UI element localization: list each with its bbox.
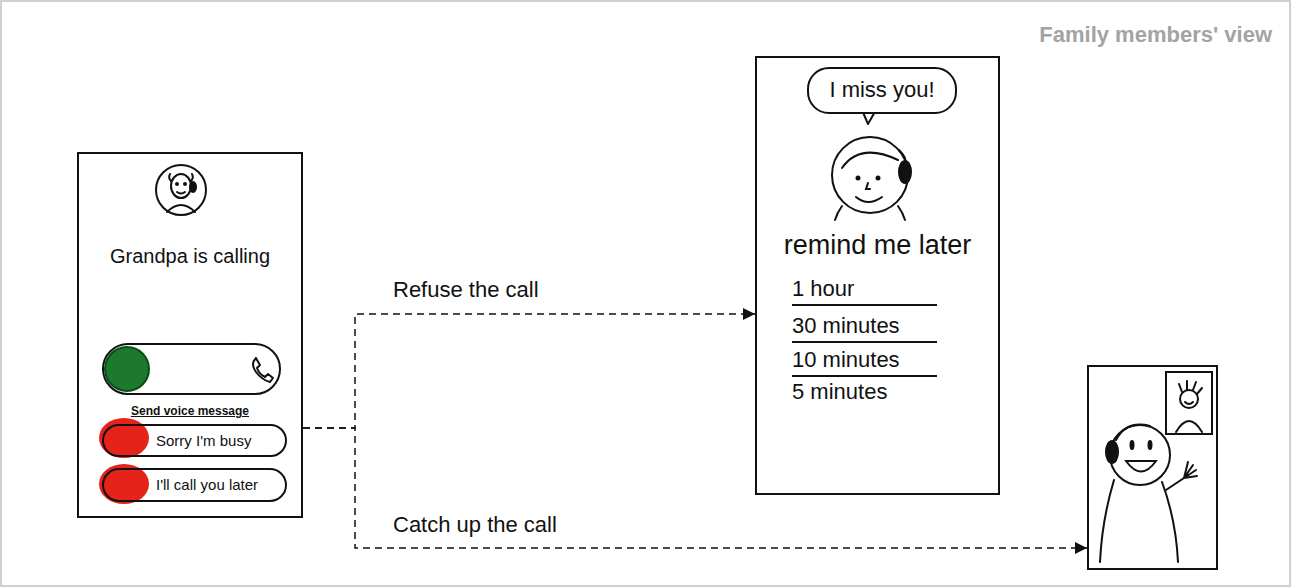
decline-knob: [99, 464, 149, 504]
eye: [1131, 441, 1134, 449]
avatar-smile: [177, 192, 185, 194]
reply-button: I'll call you later: [102, 468, 287, 502]
arm: [1166, 478, 1184, 490]
grandpa-avatar: [156, 165, 206, 215]
body-left: [1100, 480, 1114, 562]
avatar-hair: [169, 174, 193, 181]
dashed-connector: [303, 314, 755, 428]
edge-label: Catch up the call: [390, 512, 560, 538]
self-view-frame: [1166, 372, 1212, 434]
voice-message-label: Send voice message: [79, 404, 301, 418]
headphone-cup: [190, 182, 196, 192]
headphone-cup: [1106, 441, 1118, 463]
small-hair: [1179, 381, 1202, 394]
reply-text: Sorry I'm busy: [156, 432, 251, 450]
dashed-connector: [303, 428, 1087, 548]
avatar-eye: [184, 183, 186, 185]
phone-icon: [253, 358, 273, 382]
small-smile: [1185, 402, 1193, 404]
avatar-nose: [866, 183, 870, 189]
avatar-eye: [877, 177, 880, 180]
avatar-hair: [842, 153, 898, 168]
body-right: [1162, 482, 1178, 562]
video-call-figure: [1100, 372, 1212, 562]
headphone-cup: [899, 161, 911, 183]
waving-hand: [1184, 462, 1197, 478]
snooze-option: 30 minutes: [792, 313, 937, 343]
avatar-circle: [156, 165, 206, 215]
open-smile: [1126, 461, 1156, 472]
avatar-eye: [176, 183, 178, 185]
remind-heading: remind me later: [757, 229, 998, 261]
view-title: Family members' view: [1039, 22, 1272, 48]
snooze-option: 5 minutes: [792, 379, 887, 405]
avatar-shoulders: [167, 205, 195, 212]
eye: [1149, 441, 1152, 449]
avatar-smile: [856, 197, 882, 202]
avatar-head: [171, 174, 191, 198]
phone-screen: [1087, 365, 1218, 570]
girl-avatar: [832, 137, 911, 220]
caller-text: Grandpa is calling: [79, 244, 301, 268]
speech-bubble: I miss you!: [807, 67, 957, 114]
avatar-shoulders: [835, 206, 905, 220]
headphone-band: [899, 150, 905, 162]
connector-group: [303, 314, 1087, 548]
snooze-option: 1 hour: [792, 276, 937, 306]
edge-label: Refuse the call: [390, 277, 542, 303]
reply-button: Sorry I'm busy: [102, 424, 287, 457]
answer-knob: [105, 347, 149, 391]
phone-screen: remind me later 1 hour 30 minutes 10 minute…: [755, 56, 1000, 495]
bubble-text: I miss you!: [829, 77, 934, 103]
phone-screen: Grandpa is callingSend voice messageSorr…: [77, 152, 303, 518]
reply-text: I'll call you later: [156, 476, 258, 494]
head: [1110, 425, 1170, 485]
snooze-option: 10 minutes: [792, 347, 937, 377]
headphone-band: [1116, 425, 1150, 440]
avatar-eye: [857, 177, 860, 180]
answer-slider: [103, 344, 280, 394]
avatar-circle: [832, 137, 908, 213]
small-body: [1176, 421, 1202, 432]
